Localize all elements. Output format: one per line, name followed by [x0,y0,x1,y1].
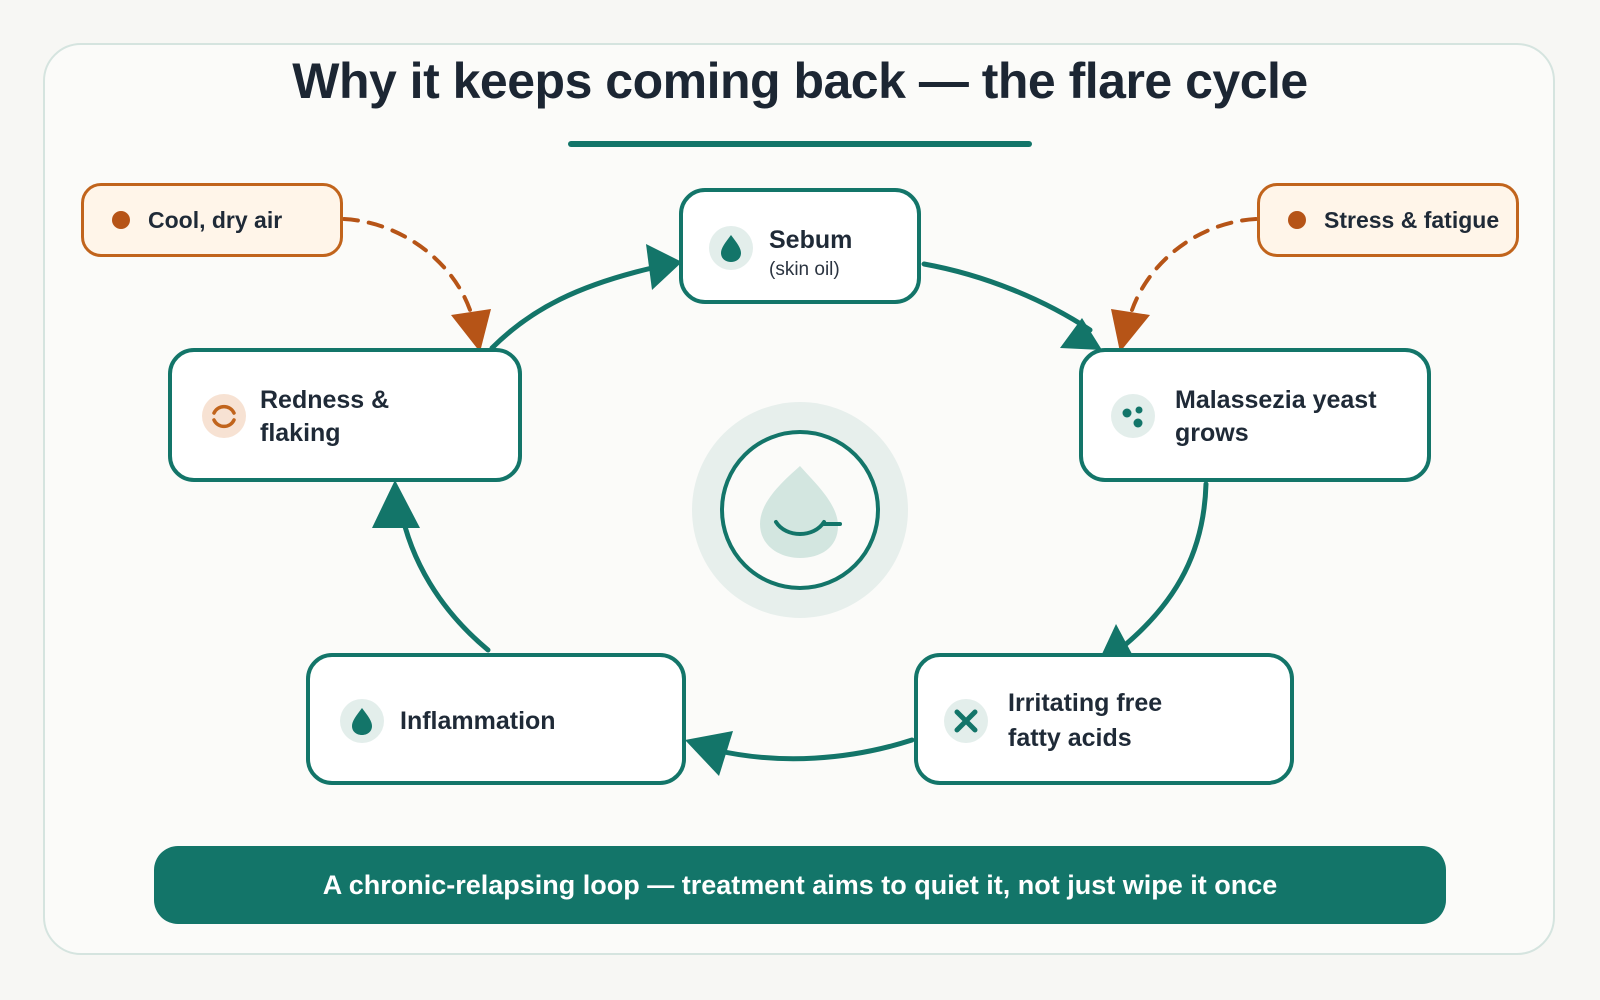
arrowhead-redness [372,480,420,528]
trigger-arrowhead-right [1111,309,1150,352]
page-title: Why it keeps coming back — the flare cyc… [292,53,1308,109]
node-redness-label-line1: Redness & [260,386,390,414]
node-fatty-acids: Irritating free fatty acids [914,653,1294,785]
trigger-cool-dry-air: Cool, dry air [81,183,343,257]
node-inflammation: Inflammation [306,653,686,785]
trigger-arrow-left [342,217,472,312]
center-hub [720,430,880,590]
trigger-stress-fatigue: Stress & fatigue [1257,183,1519,257]
arrowhead-acids [1102,624,1132,654]
trigger-dot-icon [112,211,130,229]
arrowhead-inflammation [685,731,733,776]
arrow-yeast-to-acids [1122,481,1209,648]
summary-banner: A chronic-relapsing loop — treatment aim… [154,846,1446,924]
node-fatty-acids-label-line1: Irritating free [1008,689,1163,717]
arrow-redness-to-sebum [489,265,655,351]
node-fatty-acids-label-line2: fatty acids [1008,724,1132,752]
node-malassezia-label-line2: grows [1175,419,1249,447]
node-inflammation-label: Inflammation [400,707,556,735]
trigger-cool-dry-air-label: Cool, dry air [148,207,283,233]
trigger-stress-fatigue-label: Stress & fatigue [1324,207,1500,233]
droplet-icon [340,699,384,743]
arrow-sebum-to-yeast [921,261,1093,333]
node-malassezia-label-line1: Malassezia yeast [1175,386,1377,414]
node-sebum-sublabel: (skin oil) [769,259,840,280]
flaking-icon [202,394,246,438]
trigger-dot-icon [1288,211,1306,229]
node-sebum: Sebum (skin oil) [679,188,921,304]
skin-droplet-icon [760,466,842,558]
droplet-icon [709,226,753,270]
yeast-dots-icon [1111,394,1155,438]
x-mark-icon [944,699,988,743]
title-underline [568,141,1032,147]
node-sebum-label: Sebum [769,226,853,254]
trigger-arrow-right [1130,217,1258,312]
arrowhead-yeast [1060,318,1102,350]
trigger-arrowhead-left [451,309,491,352]
arrowhead-sebum [646,244,682,290]
node-redness-label-line2: flaking [260,419,341,447]
node-redness: Redness & flaking [168,348,522,482]
node-malassezia: Malassezia yeast grows [1079,348,1431,482]
arrow-acids-to-inflammation [712,737,915,762]
